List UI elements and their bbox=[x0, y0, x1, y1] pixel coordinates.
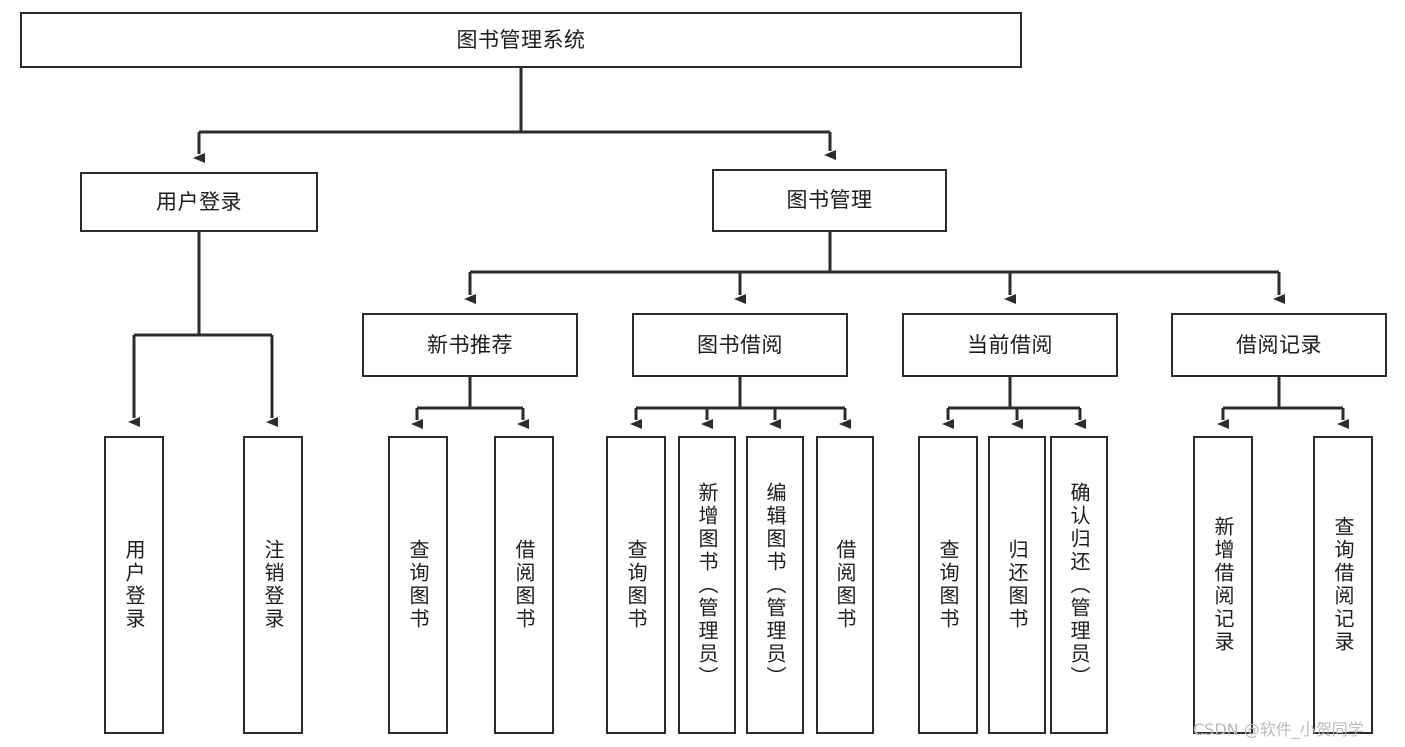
node-book-borrow[interactable]: 图书借阅 bbox=[632, 313, 848, 377]
leaf-book-borrow-edit-label: 编辑图书（管理员） bbox=[763, 481, 787, 689]
leaf-book-borrow-query[interactable]: 查询图书 bbox=[606, 436, 666, 734]
leaf-new-book-borrow-label: 借阅图书 bbox=[512, 539, 536, 631]
leaf-new-book-borrow[interactable]: 借阅图书 bbox=[494, 436, 554, 734]
leaf-current-borrow-confirm[interactable]: 确认归还（管理员） bbox=[1050, 436, 1108, 734]
leaf-user-login-login[interactable]: 用户登录 bbox=[104, 436, 164, 734]
node-root-system-label: 图书管理系统 bbox=[456, 27, 586, 52]
leaf-current-borrow-query[interactable]: 查询图书 bbox=[918, 436, 978, 734]
leaf-book-borrow-lend-label: 借阅图书 bbox=[833, 539, 857, 631]
csdn-watermark: CSDN @软件_小贺同学 bbox=[1193, 720, 1364, 739]
leaf-current-borrow-return-label: 归还图书 bbox=[1005, 539, 1029, 631]
node-user-login-label: 用户登录 bbox=[156, 189, 242, 214]
leaf-borrow-record-add-label: 新增借阅记录 bbox=[1211, 516, 1235, 654]
node-borrow-record[interactable]: 借阅记录 bbox=[1171, 313, 1387, 377]
leaf-user-login-logout[interactable]: 注销登录 bbox=[243, 436, 303, 734]
leaf-borrow-record-add[interactable]: 新增借阅记录 bbox=[1193, 436, 1253, 734]
leaf-new-book-query[interactable]: 查询图书 bbox=[388, 436, 448, 734]
leaf-book-borrow-add-label: 新增图书（管理员） bbox=[695, 481, 719, 689]
node-book-manage-label: 图书管理 bbox=[786, 188, 873, 213]
leaf-borrow-record-query-label: 查询借阅记录 bbox=[1331, 516, 1355, 654]
leaf-current-borrow-query-label: 查询图书 bbox=[936, 539, 960, 631]
node-book-borrow-label: 图书借阅 bbox=[697, 332, 783, 357]
node-book-manage[interactable]: 图书管理 bbox=[712, 169, 947, 232]
node-current-borrow-label: 当前借阅 bbox=[967, 332, 1053, 357]
node-new-book-recommend-label: 新书推荐 bbox=[427, 332, 513, 357]
leaf-book-borrow-lend[interactable]: 借阅图书 bbox=[816, 436, 874, 734]
node-new-book-recommend[interactable]: 新书推荐 bbox=[362, 313, 578, 377]
node-current-borrow[interactable]: 当前借阅 bbox=[902, 313, 1118, 377]
leaf-book-borrow-edit[interactable]: 编辑图书（管理员） bbox=[746, 436, 804, 734]
leaf-book-borrow-query-label: 查询图书 bbox=[624, 539, 648, 631]
leaf-book-borrow-add[interactable]: 新增图书（管理员） bbox=[678, 436, 736, 734]
leaf-borrow-record-query[interactable]: 查询借阅记录 bbox=[1313, 436, 1373, 734]
node-borrow-record-label: 借阅记录 bbox=[1236, 332, 1322, 357]
node-user-login[interactable]: 用户登录 bbox=[80, 172, 318, 232]
connectors-root bbox=[128, 68, 1349, 429]
node-root-system[interactable]: 图书管理系统 bbox=[20, 12, 1022, 68]
leaf-current-borrow-confirm-label: 确认归还（管理员） bbox=[1067, 481, 1091, 689]
leaf-user-login-logout-label: 注销登录 bbox=[261, 539, 285, 631]
leaf-new-book-query-label: 查询图书 bbox=[406, 539, 430, 631]
leaf-user-login-login-label: 用户登录 bbox=[122, 539, 146, 631]
leaf-current-borrow-return[interactable]: 归还图书 bbox=[988, 436, 1046, 734]
